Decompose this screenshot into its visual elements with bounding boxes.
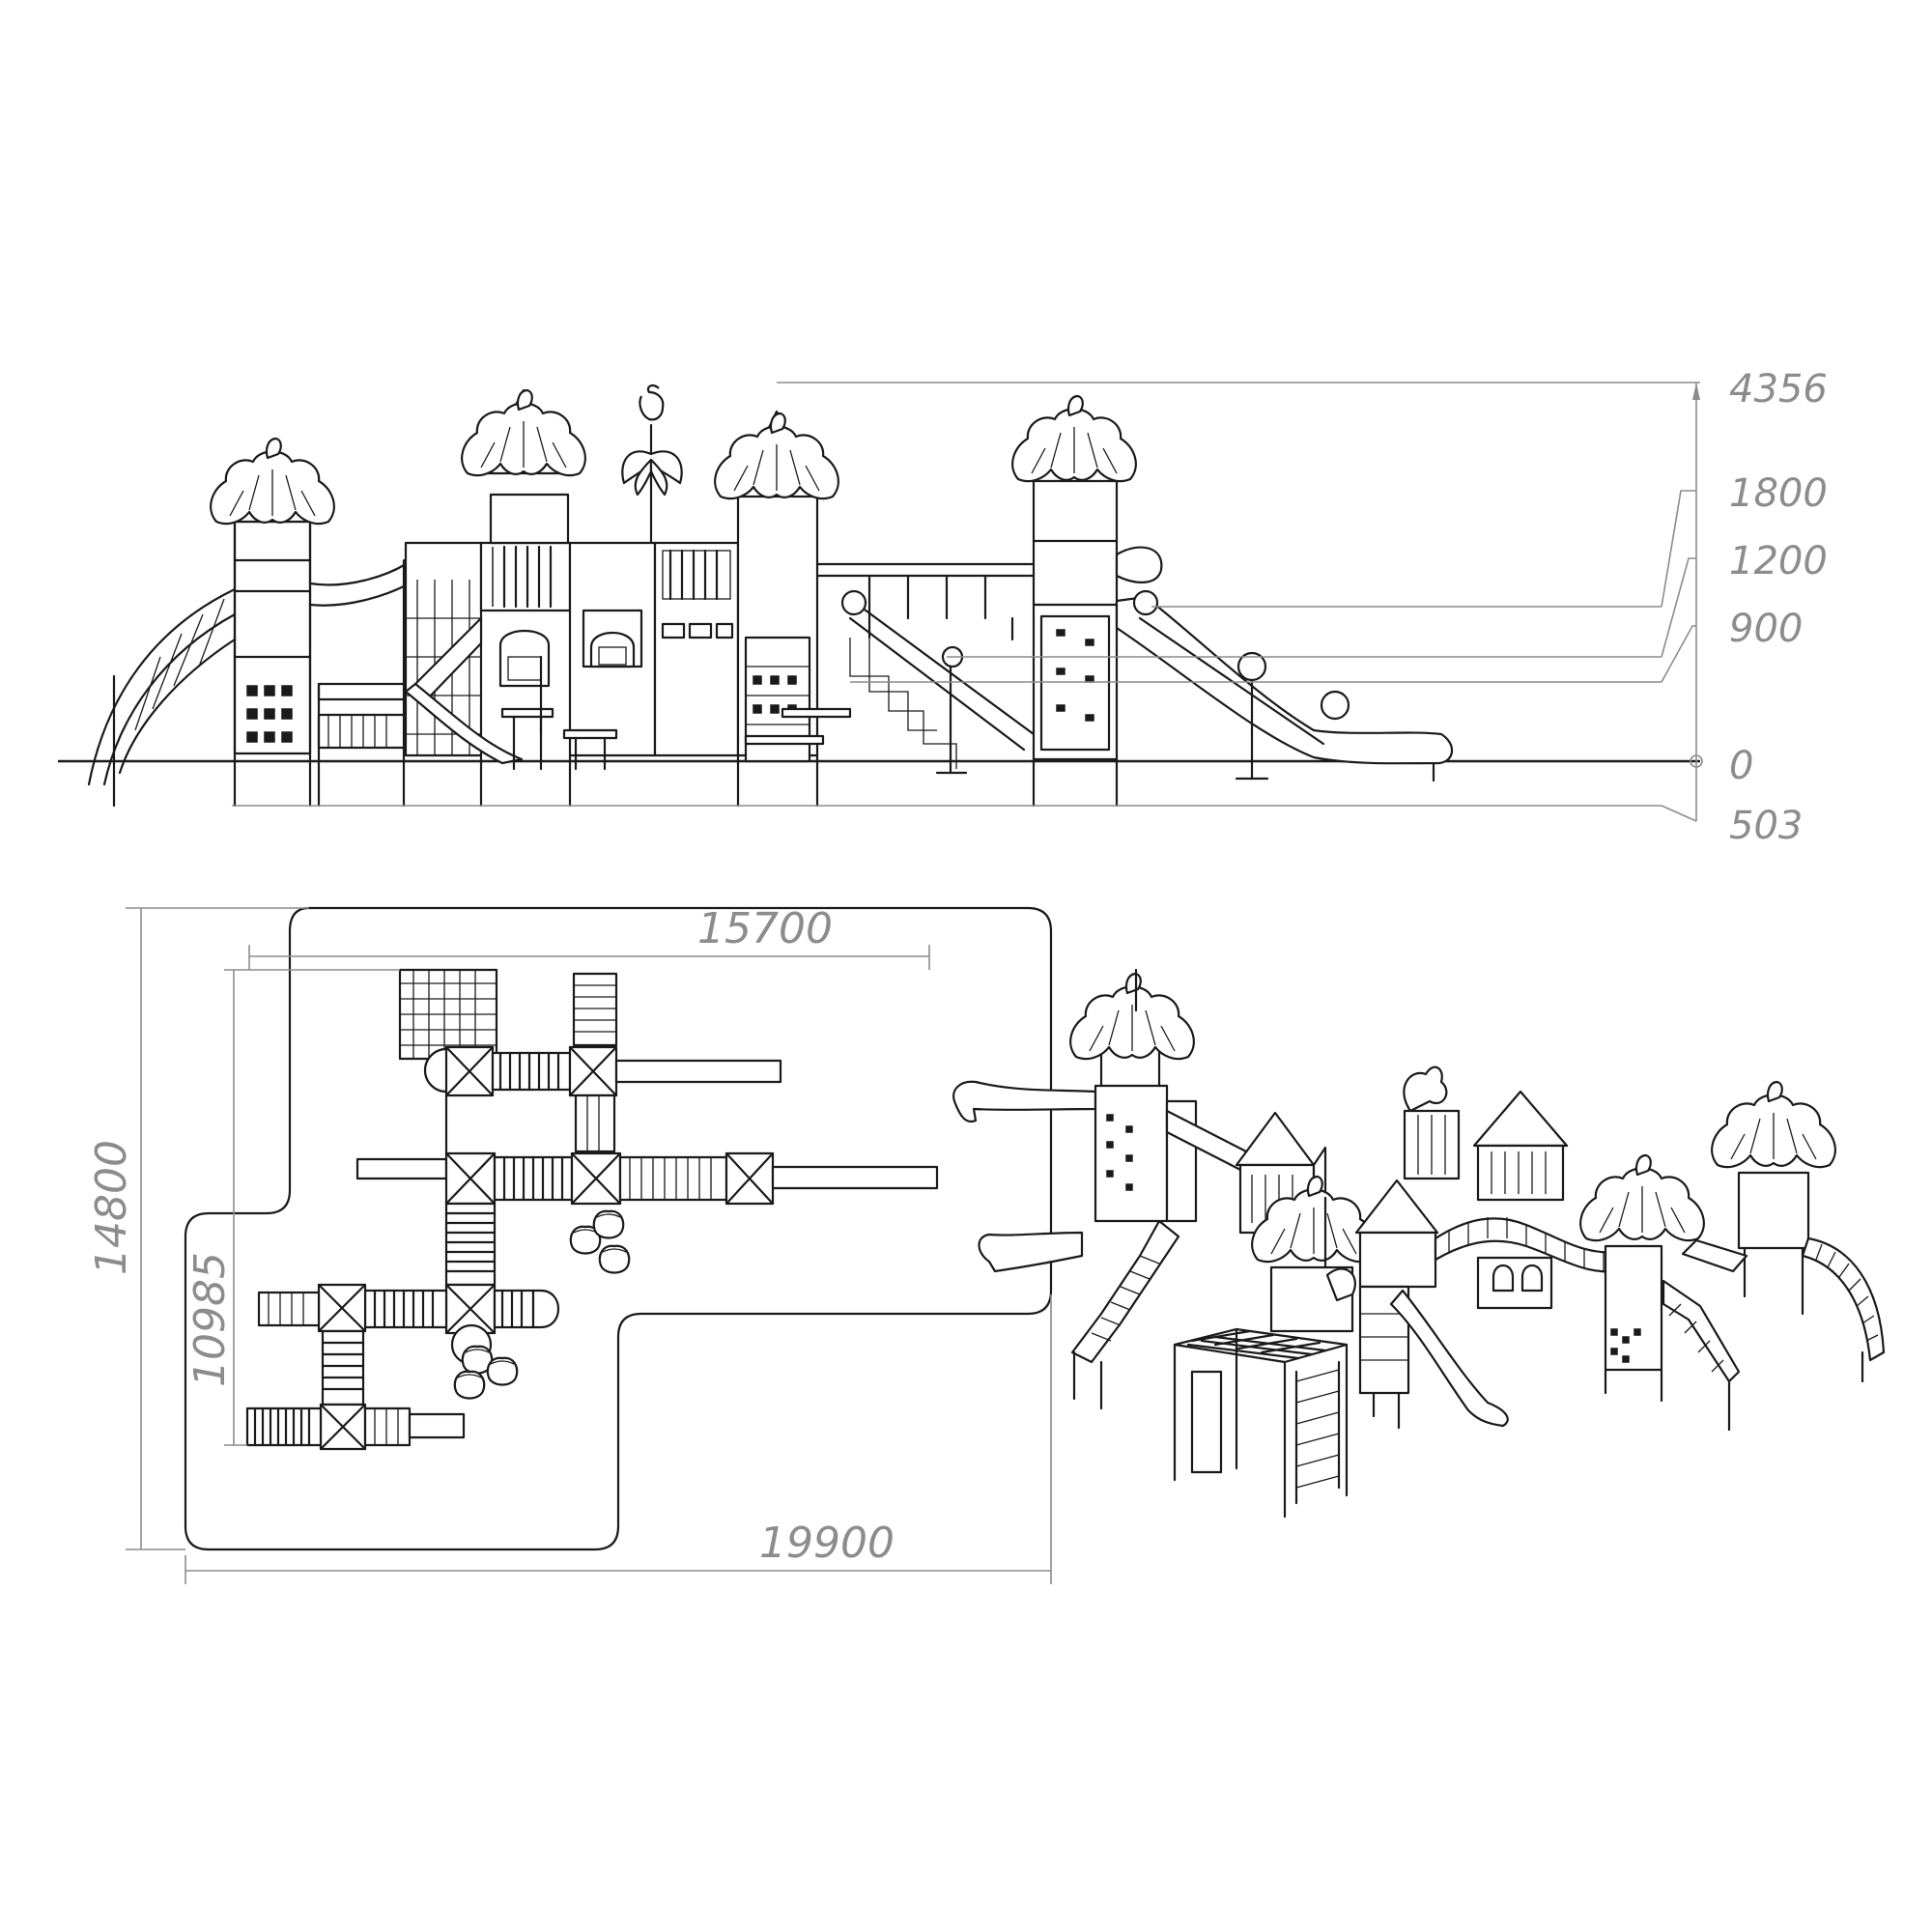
ladder-top [572, 972, 618, 1047]
height-label-900: 900 [1729, 607, 1803, 651]
parrot-icon [639, 384, 665, 421]
iso-tower-c [1251, 1175, 1377, 1333]
height-label-1200: 1200 [1729, 539, 1828, 583]
height-dimensions [232, 382, 1703, 822]
safety-zone-outline [184, 906, 1053, 1551]
palm-roof-icon [1011, 394, 1137, 483]
central-tower-2 [653, 410, 852, 808]
central-tower-1 [404, 388, 657, 808]
chair-icon [592, 1209, 625, 1239]
iso-tower-d [1354, 1179, 1509, 1430]
dimension-depth-10985: 10985 [185, 1252, 235, 1387]
palm-roof-icon [714, 412, 839, 500]
platform-column-lower [245, 1202, 560, 1451]
platform-row-middle [355, 1151, 939, 1206]
platform-row-top [423, 1045, 782, 1155]
chair-icon [598, 1244, 631, 1274]
left-curved-slide [87, 587, 237, 808]
height-label-depth: 503 [1729, 804, 1803, 848]
height-labels: 4356 1800 1200 900 0 503 [1729, 367, 1828, 848]
iso-climbing-frame [1173, 1327, 1349, 1519]
tube-slide-icon [771, 1165, 939, 1190]
dimension-width-19900: 19900 [759, 1519, 895, 1568]
plan-view: 15700 19900 14800 10985 [87, 904, 1053, 1584]
tube-slide-icon [978, 1231, 1084, 1273]
chair-icon [486, 1356, 519, 1386]
height-label-zero: 0 [1729, 744, 1753, 788]
dimension-width-15700: 15700 [697, 904, 833, 953]
rope-bridge-left [308, 558, 410, 808]
palm-roof-icon [210, 437, 335, 526]
elevation-view: 4356 1800 1200 900 0 503 [58, 367, 1828, 848]
right-slide [1115, 589, 1454, 782]
iso-tower-e [1403, 1065, 1569, 1202]
picnic-set-left [500, 655, 618, 771]
parrot-icon [1403, 1065, 1448, 1113]
palm-roof-icon [1579, 1153, 1705, 1242]
right-tower [1011, 394, 1163, 808]
palm-roof-icon [1711, 1080, 1836, 1169]
chair-icon [453, 1370, 486, 1400]
left-tower [210, 437, 335, 808]
tube-slide-icon [952, 1080, 1097, 1123]
dimension-depth-14800: 14800 [87, 1140, 136, 1275]
tube-slide-icon [614, 1059, 782, 1084]
palm-roof-icon [1069, 972, 1195, 1061]
height-label-top: 4356 [1729, 367, 1828, 412]
palm-roof-icon [461, 388, 586, 477]
height-label-1800: 1800 [1729, 471, 1828, 516]
tube-slide-icon [408, 1412, 466, 1439]
iso-tower-g [1681, 1080, 1886, 1383]
isometric-view [952, 968, 1886, 1519]
net-climber [815, 562, 1036, 775]
center-palm [582, 384, 683, 668]
plan-dimensions: 15700 19900 14800 10985 [87, 904, 1052, 1584]
iso-walkway-left [1070, 1109, 1248, 1410]
iso-tower-f [1579, 1153, 1741, 1432]
